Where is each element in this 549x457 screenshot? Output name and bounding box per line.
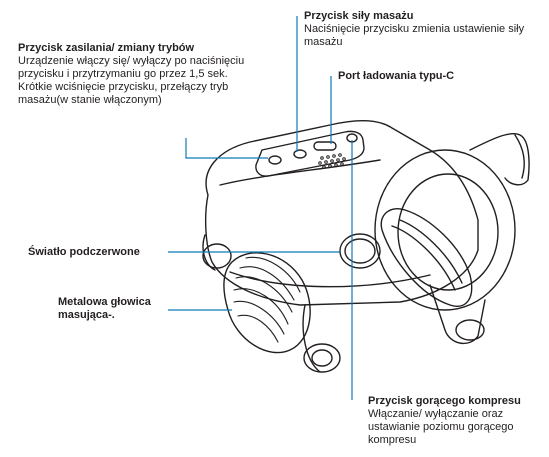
callout-heat-title: Przycisk gorącego kompresu [368, 395, 546, 408]
callout-power-mode-desc2: Krótkie wciśnięcie przycisku, przełączy … [18, 81, 268, 107]
callout-power-mode-title: Przycisk zasilania/ zmiany trybów [18, 42, 268, 55]
callout-heat-desc: Włączanie/ wyłączanie oraz ustawianie po… [368, 408, 546, 447]
callout-power-mode-desc: Urządzenie włączy się/ wyłączy po naciśn… [18, 55, 268, 81]
callout-charging-title: Port ładowania typu-C [338, 70, 538, 83]
callout-power-mode: Przycisk zasilania/ zmiany trybów Urządz… [18, 42, 268, 107]
callout-infrared: Światło podczerwone [28, 246, 168, 259]
callout-metal-head-title: Metalowa głowica masująca-. [58, 296, 168, 322]
callout-heat: Przycisk gorącego kompresu Włączanie/ wy… [368, 395, 546, 447]
left-pad [224, 253, 310, 353]
callout-metal-head: Metalowa głowica masująca-. [58, 296, 168, 322]
callout-charging: Port ładowania typu-C [338, 70, 538, 83]
right-pad [381, 209, 471, 307]
callout-strength: Przycisk siły masażu Naciśnięcie przycis… [304, 10, 544, 49]
callout-infrared-title: Światło podczerwone [28, 246, 168, 259]
button-strip [256, 131, 364, 176]
callout-strength-title: Przycisk siły masażu [304, 10, 544, 23]
callout-strength-desc: Naciśnięcie przycisku zmienia ustawienie… [304, 23, 544, 49]
